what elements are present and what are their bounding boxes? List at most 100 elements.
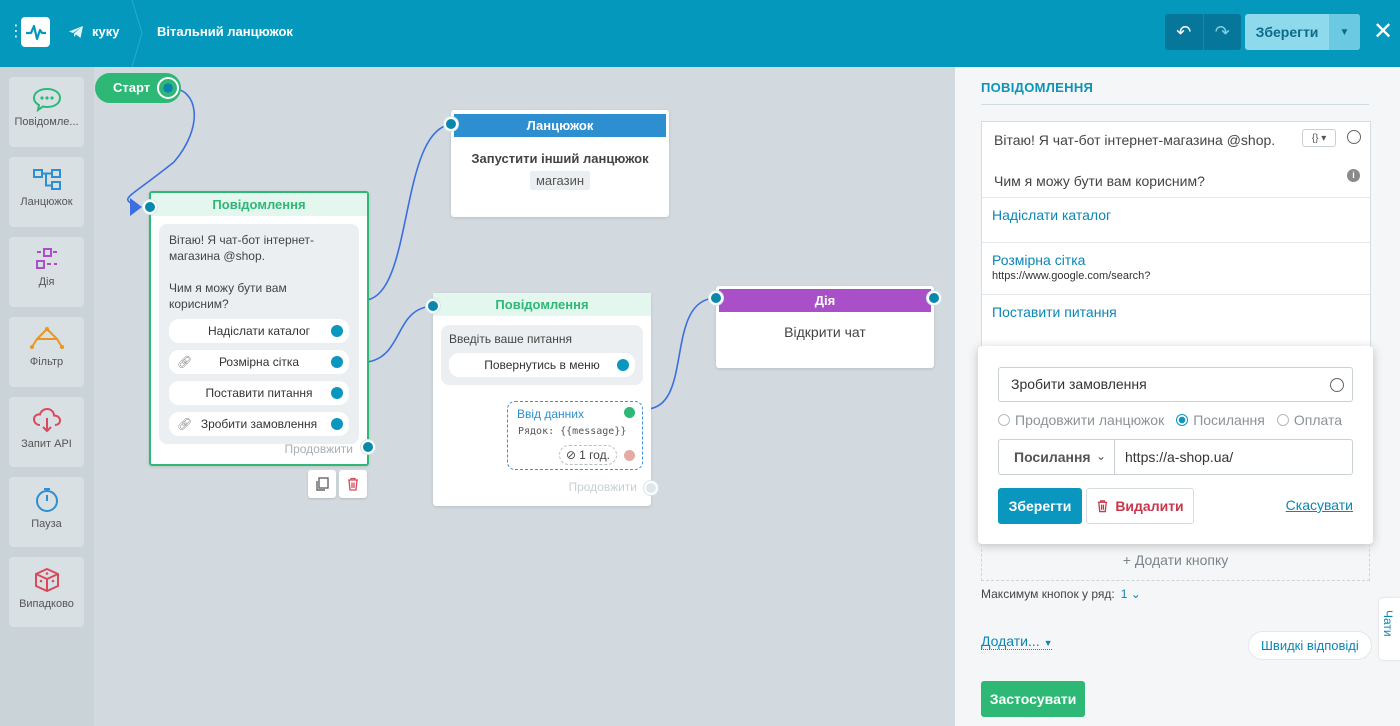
radio-link[interactable]: Посилання bbox=[1176, 412, 1265, 428]
chain-flow-icon bbox=[32, 169, 61, 190]
message-node-1[interactable]: Повідомлення Вітаю! Я чат-бот інтернет-м… bbox=[143, 191, 375, 466]
chats-side-tab[interactable]: Чати bbox=[1379, 598, 1400, 660]
palette-label: Фільтр bbox=[29, 356, 64, 368]
message-button[interactable]: Повернутись в меню bbox=[449, 353, 635, 377]
block-palette: Повідомле... Ланцюжок Дія Фільтр Запит A… bbox=[0, 67, 94, 726]
bot-selector[interactable]: куку bbox=[68, 24, 119, 39]
copy-icon bbox=[316, 477, 329, 491]
message-textarea[interactable]: Вітаю! Я чат-бот інтернет-магазина @shop… bbox=[982, 122, 1370, 198]
message-node-header: Повідомлення bbox=[433, 293, 651, 316]
button-port[interactable] bbox=[331, 418, 343, 430]
connection-wires bbox=[127, 87, 717, 410]
popup-cancel-link[interactable]: Скасувати bbox=[1285, 497, 1353, 513]
message-text-line1: Вітаю! Я чат-бот інтернет-магазина @shop… bbox=[169, 233, 315, 263]
emoji-icon[interactable] bbox=[1330, 378, 1344, 392]
add-button-link[interactable]: + Додати кнопку bbox=[981, 544, 1370, 581]
message-line2: Чим я можу бути вам корисним? bbox=[994, 173, 1205, 189]
menu-dots-icon[interactable]: ⋮ bbox=[8, 23, 24, 40]
start-node[interactable]: Старт bbox=[95, 73, 181, 103]
popup-save-button[interactable]: Зберегти bbox=[998, 488, 1082, 524]
message-text: Введіть ваше питання bbox=[449, 332, 572, 346]
history-buttons: ↶ ↷ bbox=[1165, 14, 1241, 50]
palette-item-filter[interactable]: Фільтр bbox=[9, 317, 84, 387]
ban-icon: ⊘ bbox=[566, 448, 577, 462]
breadcrumb-separator bbox=[131, 0, 143, 67]
input-port[interactable] bbox=[709, 291, 723, 305]
close-icon[interactable]: ✕ bbox=[1373, 18, 1394, 45]
action-node-header: Дія bbox=[719, 289, 931, 312]
telegram-icon bbox=[69, 25, 83, 38]
link-button-item[interactable]: Поставити питання bbox=[992, 304, 1117, 320]
input-port[interactable] bbox=[143, 200, 157, 214]
user-input-block[interactable]: Ввід данних Рядок: {{message}} ⊘ 1 год. bbox=[507, 401, 643, 470]
radio-payment[interactable]: Оплата bbox=[1276, 412, 1342, 428]
chat-bubble-icon bbox=[32, 87, 61, 112]
input-port[interactable] bbox=[444, 117, 458, 131]
action-node[interactable]: Дія Відкрити чат bbox=[709, 286, 941, 368]
message-button[interactable]: Надіслати каталог bbox=[169, 319, 349, 343]
palette-label: Ланцюжок bbox=[20, 196, 73, 208]
continue-port[interactable] bbox=[361, 440, 375, 454]
message-bubble: Введіть ваше питання Повернутись в меню bbox=[441, 325, 643, 385]
redo-button[interactable]: ↷ bbox=[1202, 14, 1242, 50]
input-port[interactable] bbox=[426, 299, 440, 313]
button-type-radios: Продовжити ланцюжок Посилання Оплата bbox=[998, 412, 1342, 428]
palette-item-chain[interactable]: Ланцюжок bbox=[9, 157, 84, 227]
quick-replies-button[interactable]: Швидкі відповіді bbox=[1249, 632, 1371, 659]
radio-continue-chain[interactable]: Продовжити ланцюжок bbox=[998, 412, 1164, 428]
input-success-port[interactable] bbox=[624, 407, 635, 418]
button-port[interactable] bbox=[331, 356, 343, 368]
trash-icon bbox=[348, 477, 358, 491]
timeout-port[interactable] bbox=[624, 450, 635, 461]
save-dropdown-icon[interactable]: ▼ bbox=[1329, 14, 1360, 50]
message-node-2[interactable]: Повідомлення Введіть ваше питання Поверн… bbox=[426, 293, 658, 506]
chevron-down-icon: ⌄ bbox=[1095, 449, 1106, 463]
link-url: https://www.google.com/search? bbox=[992, 270, 1151, 282]
chain-tag: магазин bbox=[529, 171, 591, 190]
palette-item-action[interactable]: Дія bbox=[9, 237, 84, 307]
continue-port[interactable] bbox=[644, 481, 658, 495]
link-type-select[interactable]: Посилання⌄ bbox=[998, 439, 1115, 475]
undo-button[interactable]: ↶ bbox=[1176, 21, 1192, 42]
start-port[interactable] bbox=[159, 79, 177, 97]
save-label: Зберегти bbox=[1255, 24, 1319, 40]
popup-delete-button[interactable]: Видалити bbox=[1086, 488, 1194, 524]
paperclip-icon: 🔗︎ bbox=[177, 417, 193, 431]
delete-node-button[interactable] bbox=[339, 470, 367, 498]
output-port[interactable] bbox=[927, 291, 941, 305]
timeout-badge[interactable]: ⊘ 1 год. bbox=[559, 445, 617, 465]
palette-item-api[interactable]: Запит API bbox=[9, 397, 84, 467]
chain-node[interactable]: Ланцюжок Запустити інший ланцюжок магази… bbox=[444, 110, 669, 217]
palette-item-message[interactable]: Повідомле... bbox=[9, 77, 84, 147]
info-icon[interactable]: i bbox=[1347, 169, 1360, 182]
message-button[interactable]: 🔗︎Розмірна сітка bbox=[169, 350, 349, 374]
palette-item-pause[interactable]: Пауза bbox=[9, 477, 84, 547]
copy-node-button[interactable] bbox=[308, 470, 336, 498]
top-bar: ⋮ куку Вітальний ланцюжок ↶ ↷ Зберегти ▼… bbox=[0, 0, 1400, 67]
message-button[interactable]: 🔗︎Зробити замовлення bbox=[169, 412, 349, 436]
url-input[interactable]: https://a-shop.ua/ bbox=[1114, 439, 1353, 475]
button-port[interactable] bbox=[331, 325, 343, 337]
max-buttons-select[interactable]: 1 ⌄ bbox=[1120, 587, 1141, 601]
variables-button[interactable]: {} ▾ bbox=[1302, 129, 1336, 147]
message-button[interactable]: Поставити питання bbox=[169, 381, 349, 405]
emoji-icon[interactable] bbox=[1347, 130, 1361, 144]
add-more-dropdown[interactable]: Додати... ▼ bbox=[981, 633, 1053, 650]
app-logo[interactable] bbox=[21, 17, 50, 47]
paperclip-icon: 🔗︎ bbox=[177, 355, 193, 369]
button-text-input[interactable]: Зробити замовлення bbox=[998, 367, 1353, 402]
chain-node-header: Ланцюжок bbox=[454, 114, 666, 137]
apply-button[interactable]: Застосувати bbox=[981, 681, 1085, 717]
cloud-api-icon bbox=[32, 407, 61, 433]
button-port[interactable] bbox=[617, 359, 629, 371]
trash-icon bbox=[1098, 500, 1108, 513]
user-input-title: Ввід данних bbox=[517, 407, 585, 421]
panel-title: ПОВІДОМЛЕННЯ bbox=[981, 80, 1094, 95]
flow-canvas[interactable]: Старт Повідомлення Вітаю! Я чат-бот інте… bbox=[94, 67, 955, 726]
link-button-item[interactable]: Надіслати каталог bbox=[982, 198, 1370, 243]
save-button-top[interactable]: Зберегти ▼ bbox=[1245, 14, 1360, 50]
button-port[interactable] bbox=[331, 387, 343, 399]
palette-item-random[interactable]: Випадково bbox=[9, 557, 84, 627]
action-node-text: Відкрити чат bbox=[784, 324, 866, 340]
